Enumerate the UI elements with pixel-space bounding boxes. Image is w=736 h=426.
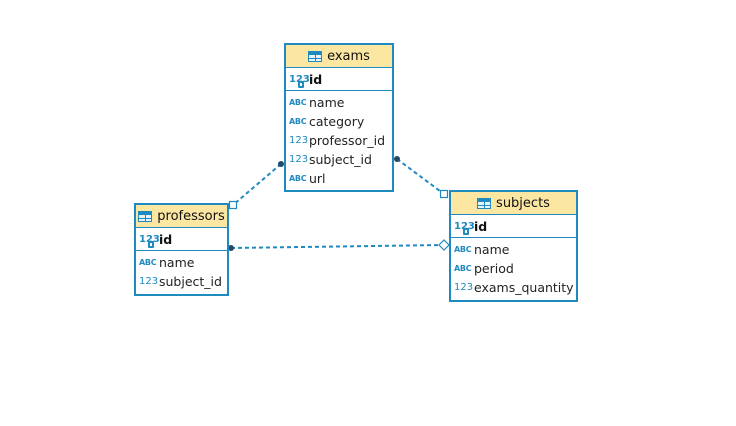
key-icon — [298, 80, 304, 88]
entity-header: professors — [136, 205, 227, 228]
key-icon — [463, 227, 469, 235]
relation-end-dot — [278, 161, 284, 167]
primary-key-row[interactable]: 123 id — [136, 228, 227, 251]
table-icon — [477, 197, 492, 209]
relation-end-square — [228, 200, 238, 210]
entity-header: subjects — [451, 192, 576, 215]
relation-exams-professors[interactable] — [232, 163, 282, 206]
text-type-icon: ABC — [454, 245, 472, 254]
relation-exams-subjects[interactable] — [396, 158, 445, 195]
number-type-icon: 123 — [289, 135, 309, 146]
number-type-icon: 123 — [139, 276, 159, 287]
table-icon — [138, 210, 153, 222]
relation-end-diamond — [438, 239, 450, 251]
number-key-icon: 123 — [454, 221, 475, 235]
text-type-icon: ABC — [139, 258, 157, 267]
relation-end-square — [439, 189, 449, 199]
text-type-icon: ABC — [289, 117, 307, 126]
column-name: url — [309, 171, 326, 186]
number-type-icon: 123 — [454, 282, 474, 293]
relation-end-dot — [228, 245, 234, 251]
primary-key-row[interactable]: 123 id — [286, 68, 392, 91]
entity-title: professors — [157, 208, 225, 224]
relation-professors-subjects[interactable] — [230, 244, 445, 249]
primary-key-row[interactable]: 123 id — [451, 215, 576, 238]
number-type-icon: 123 — [289, 154, 309, 165]
relation-end-dot — [394, 156, 400, 162]
entity-title: exams — [327, 48, 370, 64]
column-name: name — [159, 255, 195, 270]
column-name: period — [474, 261, 514, 276]
column-name: subject_id — [309, 152, 372, 167]
column-name: exams_quantity — [474, 280, 574, 295]
entity-header: exams — [286, 45, 392, 68]
column-name: subject_id — [159, 274, 222, 289]
column-name: id — [309, 71, 323, 87]
column-name: category — [309, 114, 365, 129]
column-name: professor_id — [309, 133, 386, 148]
text-type-icon: ABC — [454, 264, 472, 273]
column-name: name — [474, 242, 510, 257]
entity-title: subjects — [496, 195, 550, 211]
number-key-icon: 123 — [139, 234, 160, 248]
column-name: name — [309, 95, 345, 110]
text-type-icon: ABC — [289, 174, 307, 183]
column-name: id — [159, 231, 173, 247]
key-icon — [148, 240, 154, 248]
number-key-icon: 123 — [289, 74, 310, 88]
table-icon — [308, 50, 323, 62]
text-type-icon: ABC — [289, 98, 307, 107]
column-name: id — [474, 218, 488, 234]
